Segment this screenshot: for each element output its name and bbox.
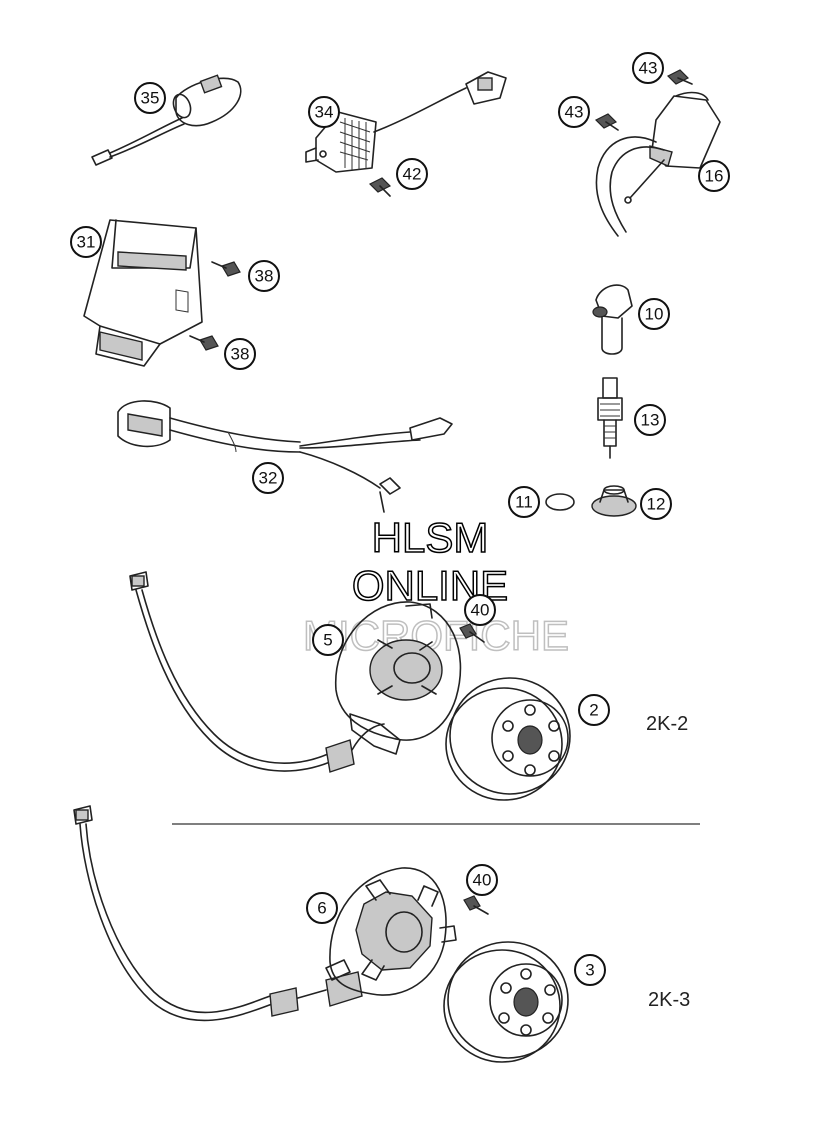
part-40-bolt-upper xyxy=(459,623,485,643)
part-31-cdi-unit xyxy=(83,219,203,367)
callout-32: 32 xyxy=(252,462,284,494)
callout-43-left: 43 xyxy=(558,96,590,128)
part-43-bolts xyxy=(594,69,693,131)
part-2-flywheel xyxy=(445,677,571,801)
svg-text:6: 6 xyxy=(317,899,326,918)
part-16-ignition-coil xyxy=(595,91,721,237)
variant-label-2k3: 2K-3 xyxy=(648,989,690,1011)
svg-text:40: 40 xyxy=(471,601,490,620)
part-6-stator xyxy=(73,805,457,1022)
callout-16: 16 xyxy=(698,160,730,192)
part-3-flywheel xyxy=(443,941,569,1063)
svg-text:12: 12 xyxy=(647,495,666,514)
part-5-stator xyxy=(129,571,462,773)
part-34-regulator xyxy=(305,71,507,173)
callout-2: 2 xyxy=(578,694,610,726)
part-10-spark-plug-cap xyxy=(592,284,633,355)
svg-text:16: 16 xyxy=(705,167,724,186)
svg-text:42: 42 xyxy=(403,165,422,184)
svg-text:34: 34 xyxy=(315,103,334,122)
svg-text:10: 10 xyxy=(645,305,664,324)
callout-38-upper: 38 xyxy=(248,260,280,292)
callout-38-lower: 38 xyxy=(224,338,256,370)
callout-10: 10 xyxy=(638,298,670,330)
part-11-o-ring xyxy=(545,493,575,511)
watermark-line-1: HLSM xyxy=(372,514,489,561)
svg-text:5: 5 xyxy=(323,631,332,650)
callout-40-lower: 40 xyxy=(466,864,498,896)
callout-34: 34 xyxy=(308,96,340,128)
part-12-grommet xyxy=(591,485,637,517)
svg-text:13: 13 xyxy=(641,411,660,430)
callout-12: 12 xyxy=(640,488,672,520)
callout-5: 5 xyxy=(312,624,344,656)
svg-text:35: 35 xyxy=(141,89,160,108)
svg-text:40: 40 xyxy=(473,871,492,890)
svg-text:2: 2 xyxy=(589,701,598,720)
part-38-bolts xyxy=(189,261,241,351)
svg-text:11: 11 xyxy=(515,493,533,512)
watermark: HLSM ONLINE MICROFICHE xyxy=(302,513,570,660)
callout-35: 35 xyxy=(134,82,166,114)
svg-text:3: 3 xyxy=(585,961,594,980)
callout-6: 6 xyxy=(306,892,338,924)
part-13-spark-plug xyxy=(597,377,623,459)
part-35-connector xyxy=(91,74,242,166)
svg-text:32: 32 xyxy=(259,469,278,488)
callout-40-upper: 40 xyxy=(464,594,496,626)
svg-text:43: 43 xyxy=(639,59,658,78)
callout-3: 3 xyxy=(574,954,606,986)
watermark-line-3: MICROFICHE xyxy=(303,612,569,659)
callout-13: 13 xyxy=(634,404,666,436)
svg-text:38: 38 xyxy=(231,345,250,364)
callout-43-top: 43 xyxy=(632,52,664,84)
callout-11: 11 xyxy=(508,486,540,518)
part-32-wiring-harness xyxy=(117,400,453,513)
svg-text:38: 38 xyxy=(255,267,274,286)
callout-31: 31 xyxy=(70,226,102,258)
variant-label-2k2: 2K-2 xyxy=(646,713,688,735)
callout-42: 42 xyxy=(396,158,428,190)
svg-text:31: 31 xyxy=(77,233,96,252)
svg-text:43: 43 xyxy=(565,103,584,122)
part-40-bolt-lower xyxy=(463,895,489,915)
part-42-bolt xyxy=(368,177,392,197)
